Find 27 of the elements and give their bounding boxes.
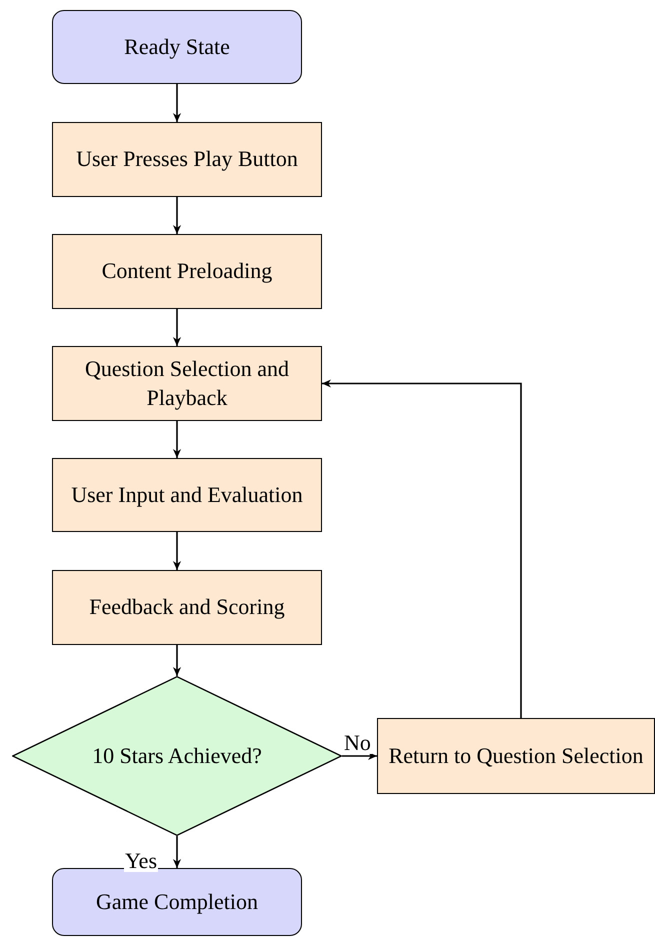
node-label: User Presses Play Button (75, 145, 299, 174)
node-label: Feedback and Scoring (88, 593, 286, 622)
arrow (172, 836, 182, 868)
arrow (172, 84, 182, 122)
terminal-box (52, 868, 302, 936)
process-box (52, 346, 322, 421)
node-label: Content Preloading (100, 257, 274, 286)
node-label: Game Completion (95, 888, 259, 916)
arrow (172, 421, 182, 458)
arrow (172, 309, 182, 346)
arrow (172, 532, 182, 570)
process-box (52, 458, 322, 532)
decision-diamond (12, 676, 342, 836)
terminal-box (52, 10, 302, 84)
node-label: Question Selection and Playback (84, 354, 290, 412)
process-box (52, 570, 322, 645)
process-box (52, 234, 322, 309)
node-label: 10 Stars Achieved? (91, 742, 263, 770)
arrow (172, 197, 182, 234)
node-label: User Input and Evaluation (70, 480, 304, 509)
process-box (52, 122, 322, 197)
arrow (172, 645, 182, 676)
node-label: Return to Question Selection (388, 742, 644, 770)
arrow (322, 379, 522, 718)
node-label: Ready State (123, 32, 231, 61)
arrow (342, 752, 377, 760)
process-box (377, 718, 655, 794)
